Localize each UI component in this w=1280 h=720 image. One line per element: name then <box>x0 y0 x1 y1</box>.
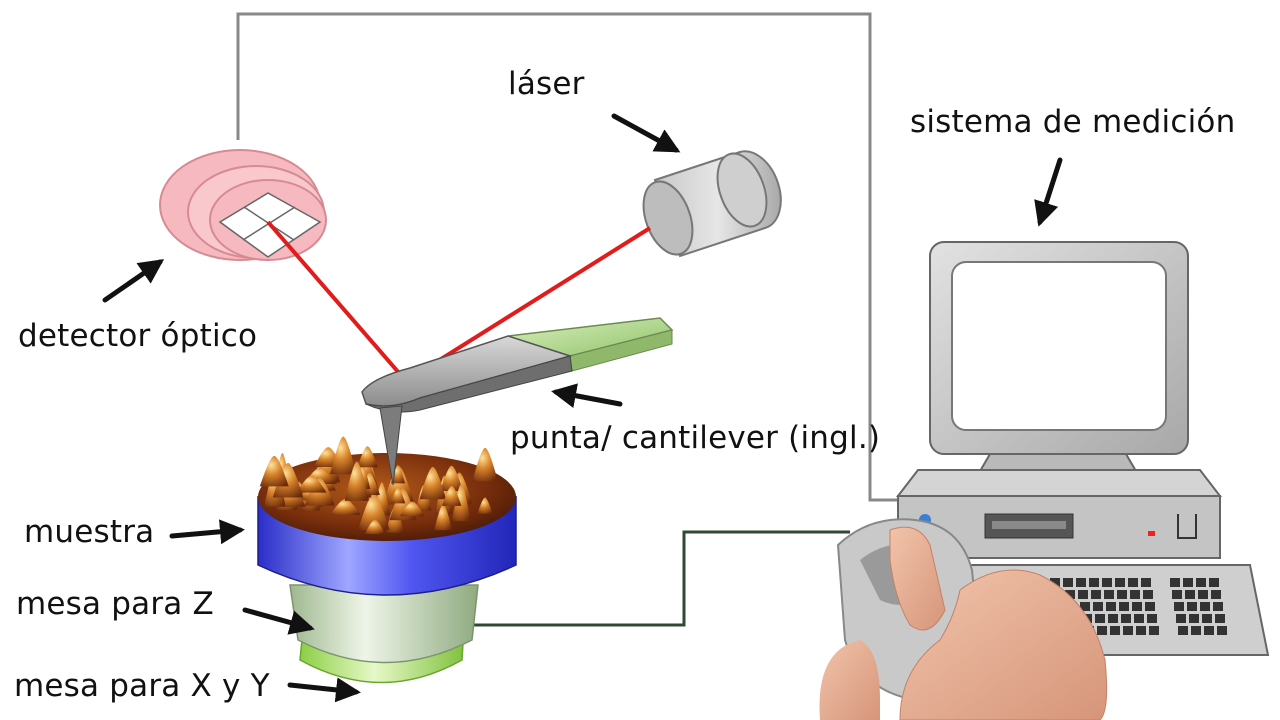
keyboard-key <box>1130 590 1140 599</box>
surface-peak <box>419 466 447 500</box>
surface-peak <box>330 498 361 516</box>
keyboard-key <box>1108 614 1118 623</box>
keyboard-key <box>1178 626 1188 635</box>
surface-peak <box>399 501 425 517</box>
keyboard-key <box>1204 626 1214 635</box>
surface-peak <box>442 485 462 506</box>
surface-peak <box>259 455 289 487</box>
keyboard-key <box>1189 614 1199 623</box>
surface-peak <box>272 463 304 498</box>
surface-peak <box>477 497 493 514</box>
keyboard-key <box>1187 602 1197 611</box>
keyboard-key <box>1106 602 1116 611</box>
keyboard-key <box>1215 614 1225 623</box>
hand-on-mouse <box>819 518 1108 720</box>
keyboard-key <box>1097 626 1107 635</box>
label-optical-detector: detector óptico <box>18 318 258 354</box>
keyboard-key <box>1176 614 1186 623</box>
keyboard-key <box>1104 590 1114 599</box>
keyboard-key <box>1147 614 1157 623</box>
keyboard-key <box>1132 602 1142 611</box>
keyboard-key <box>1093 602 1103 611</box>
keyboard-key <box>1050 578 1060 587</box>
label-sample: muestra <box>24 514 155 550</box>
surface-peak <box>390 487 406 504</box>
keyboard-key <box>1211 590 1221 599</box>
keyboard-key <box>1202 614 1212 623</box>
arrow-sample <box>169 519 245 545</box>
surface-peak <box>434 504 453 531</box>
arrow-measurement-system <box>1034 157 1063 227</box>
keyboard-key <box>1185 590 1195 599</box>
keyboard-key <box>1183 578 1193 587</box>
keyboard-key <box>1123 626 1133 635</box>
surface-peak <box>330 436 357 475</box>
surface-peak <box>358 493 390 531</box>
surface-peak <box>440 465 464 491</box>
keyboard-key <box>1198 590 1208 599</box>
keyboard-key <box>1091 590 1101 599</box>
label-z-stage: mesa para Z <box>16 586 214 622</box>
surface-peak <box>344 461 369 501</box>
keyboard-key <box>1117 590 1127 599</box>
pointer-arrows <box>102 113 1063 703</box>
probe-tip <box>379 405 403 486</box>
arrow-xy-stage <box>287 677 361 703</box>
keyboard-key <box>1095 614 1105 623</box>
keyboard-key <box>1136 626 1146 635</box>
surface-peak <box>451 483 471 521</box>
keyboard-key <box>1196 578 1206 587</box>
arrow-optical-detector <box>102 259 165 303</box>
keyboard-key <box>1076 578 1086 587</box>
keyboard-key <box>1143 590 1153 599</box>
laser-source <box>642 150 782 258</box>
sample-surface-peaks <box>259 436 498 534</box>
label-laser: láser <box>508 66 585 102</box>
keyboard-key <box>1134 614 1144 623</box>
keyboard-key <box>1174 602 1184 611</box>
arrow-z-stage <box>242 607 315 635</box>
cantilever <box>361 317 674 486</box>
z-stage <box>289 584 479 664</box>
label-xy-stage: mesa para X y Y <box>14 668 270 704</box>
surface-peak <box>472 447 498 482</box>
keyboard-key <box>1191 626 1201 635</box>
keyboard-key <box>1110 626 1120 635</box>
surface-peak <box>364 519 386 534</box>
label-measurement-system: sistema de medición <box>910 104 1236 140</box>
optical-detector <box>159 149 327 261</box>
keyboard-key <box>1080 602 1090 611</box>
keyboard-key <box>1121 614 1131 623</box>
keyboard-key <box>1078 590 1088 599</box>
keyboard-key <box>1209 578 1219 587</box>
keyboard-key <box>1065 590 1075 599</box>
keyboard-key <box>1102 578 1112 587</box>
keyboard-key <box>1089 578 1099 587</box>
keyboard-key <box>1217 626 1227 635</box>
stage-cable <box>470 530 850 627</box>
keyboard-key <box>1141 578 1151 587</box>
keyboard-key <box>1115 578 1125 587</box>
surface-peak <box>357 446 378 468</box>
keyboard-key <box>1213 602 1223 611</box>
keyboard-key <box>1172 590 1182 599</box>
signal-wire <box>236 12 905 502</box>
label-tip-cantilever: punta/ cantilever (ingl.) <box>510 420 881 456</box>
arrow-tip-cantilever <box>551 383 623 408</box>
keyboard-key <box>1149 626 1159 635</box>
keyboard-key <box>1063 578 1073 587</box>
keyboard-key <box>1145 602 1155 611</box>
surface-peak <box>296 475 327 493</box>
surface-peak <box>390 465 406 484</box>
keyboard-key <box>1200 602 1210 611</box>
keyboard-key <box>1170 578 1180 587</box>
arrow-laser <box>611 113 681 153</box>
keyboard-key <box>1119 602 1129 611</box>
keyboard-key <box>1128 578 1138 587</box>
